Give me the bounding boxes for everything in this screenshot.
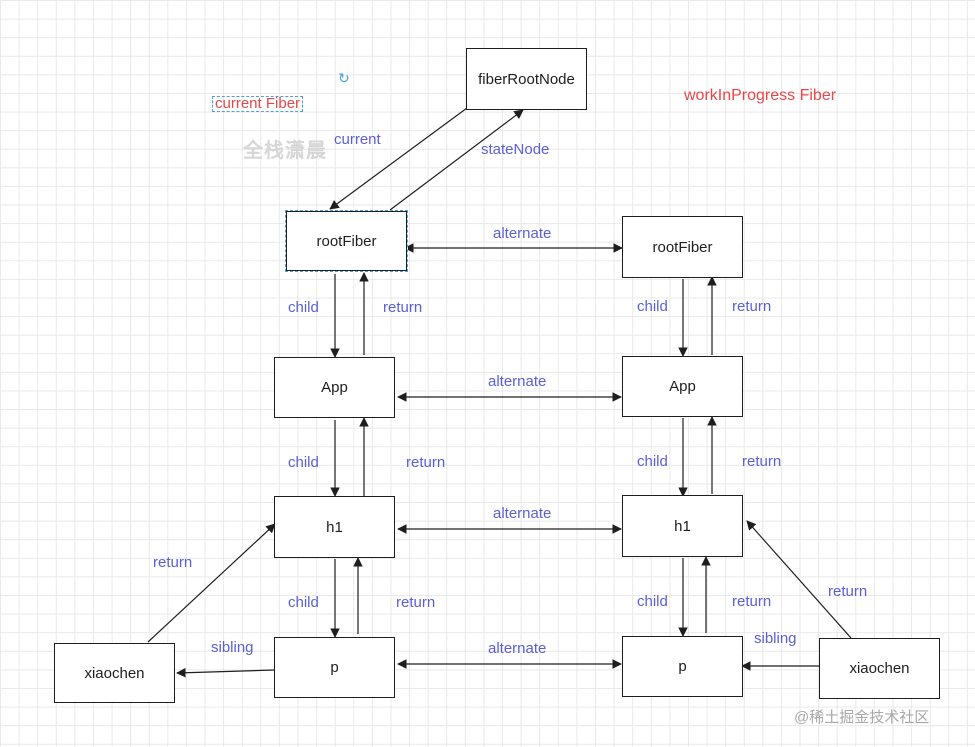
fiber-root-node-box[interactable]: fiberRootNode <box>466 48 587 110</box>
left-return-label-2: return <box>406 454 446 471</box>
left-child-label-2: child <box>288 454 319 471</box>
p-left-box[interactable]: p <box>274 637 395 698</box>
app-right-box[interactable]: App <box>622 356 743 417</box>
left-child-label-3: child <box>288 594 319 611</box>
left-child-label-1: child <box>288 299 319 316</box>
app-left-box[interactable]: App <box>274 357 395 418</box>
alternate-label-h1: alternate <box>493 505 552 522</box>
right-child-label-1: child <box>637 298 668 315</box>
xiaochen-left-box[interactable]: xiaochen <box>54 643 175 703</box>
alternate-label-p: alternate <box>488 640 547 657</box>
root-fiber-right-box[interactable]: rootFiber <box>622 216 743 278</box>
state-node-arrow <box>389 109 524 211</box>
current-fiber-title[interactable]: current Fiber <box>212 96 304 112</box>
current-label: current <box>334 131 381 148</box>
watermark-text: 全栈潇晨 <box>243 140 327 162</box>
left-sibling-arrow <box>176 667 275 678</box>
alternate-label-app: alternate <box>488 373 547 390</box>
left-return-label-3: return <box>396 594 436 611</box>
h1-right-box[interactable]: h1 <box>622 495 743 557</box>
root-fiber-left-box[interactable]: rootFiber <box>285 210 408 272</box>
rotate-handle-icon[interactable]: ↻ <box>338 70 350 86</box>
right-child-label-2: child <box>637 453 668 470</box>
right-child-label-3: child <box>637 593 668 610</box>
p-right-box[interactable]: p <box>622 636 743 697</box>
left-return-label-1: return <box>383 299 423 316</box>
h1-left-box[interactable]: h1 <box>274 496 395 558</box>
state-node-label: stateNode <box>481 141 550 158</box>
right-return-label-2: return <box>742 453 782 470</box>
footer-watermark: @稀土掘金技术社区 <box>794 709 930 726</box>
alternate-label-root: alternate <box>493 225 552 242</box>
current-arrow <box>329 107 468 210</box>
left-xiaochen-return-label: return <box>153 554 193 571</box>
xiaochen-right-box[interactable]: xiaochen <box>819 638 940 699</box>
right-xiaochen-return-arrow <box>746 520 852 639</box>
right-return-label-1: return <box>732 298 772 315</box>
left-sibling-label: sibling <box>211 639 254 656</box>
right-return-label-3: return <box>732 593 772 610</box>
work-in-progress-fiber-title: workInProgress Fiber <box>684 87 837 104</box>
left-xiaochen-return-arrow <box>147 523 276 643</box>
right-sibling-label: sibling <box>754 630 797 647</box>
right-xiaochen-return-label: return <box>828 583 868 600</box>
